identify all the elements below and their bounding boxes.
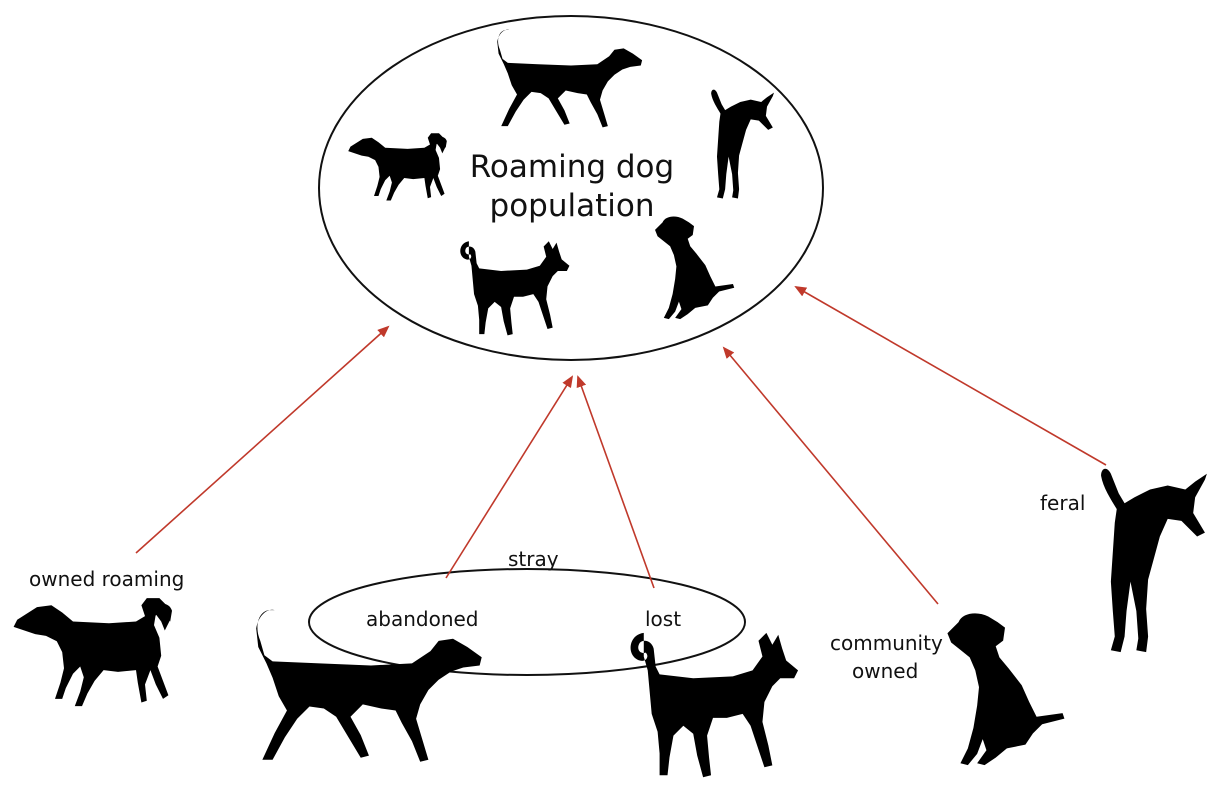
dog-rear-view-silhouette-icon (711, 90, 774, 199)
dog-sitting-silhouette-icon (655, 216, 734, 319)
population-title: Roaming dog population (462, 148, 682, 226)
abandoned-label: abandoned (366, 607, 479, 631)
arrow-owned-roaming (136, 327, 388, 553)
arrow-lost (578, 377, 654, 588)
owned-roaming-label: owned roaming (29, 567, 184, 591)
community-label-line1: community (830, 631, 943, 655)
dog-walking-silhouette-icon (497, 30, 642, 128)
arrow-community-owned (724, 348, 938, 604)
owned-roaming-dog-icon (14, 598, 172, 706)
arrow-feral (796, 287, 1106, 465)
feral-label: feral (1040, 491, 1085, 515)
dog-standing-curled-tail-icon (460, 241, 569, 335)
population-title-line1: Roaming dog (462, 148, 682, 187)
community-label-line2: owned (852, 659, 918, 683)
abandoned-dog-icon (256, 610, 482, 762)
population-title-line2: population (462, 187, 682, 226)
lost-label: lost (645, 607, 681, 631)
stray-group-label: stray (508, 547, 559, 571)
dog-trotting-silhouette-icon (348, 133, 447, 200)
lost-dog-icon (631, 633, 798, 777)
community-owned-dog-icon (947, 613, 1064, 765)
feral-dog-icon (1101, 469, 1207, 652)
